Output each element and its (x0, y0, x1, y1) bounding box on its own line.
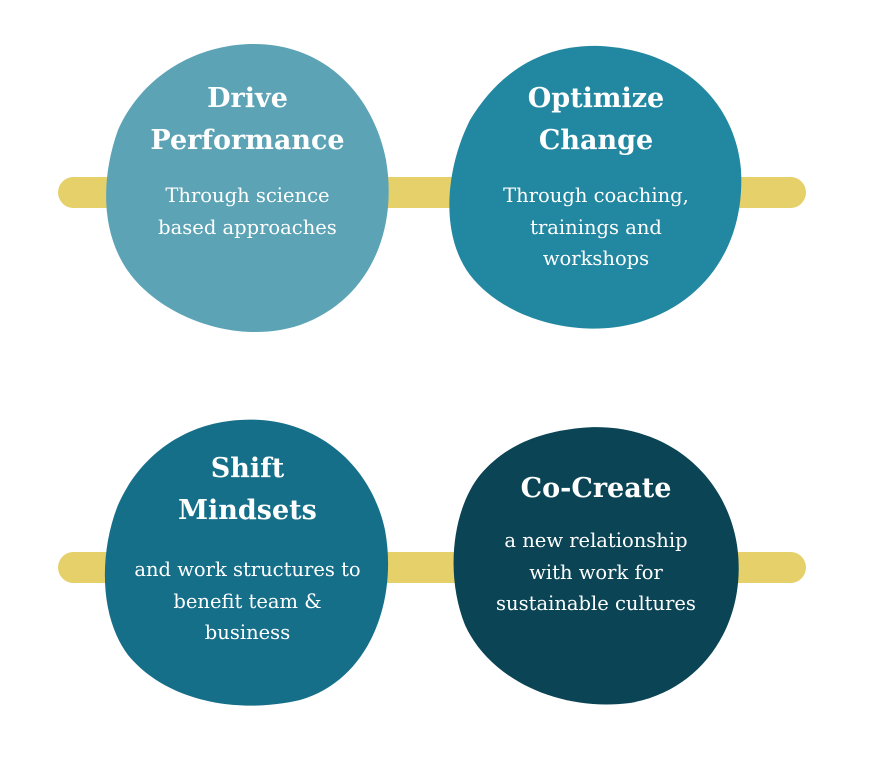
card-desc: and work structures to benefit team & bu… (134, 558, 361, 644)
card-desc: Through coaching, trainings and workshop… (503, 184, 689, 270)
card-drive-performance: Drive Performance Through science based … (120, 78, 375, 243)
card-desc: a new relationship with work for sustain… (496, 529, 696, 615)
card-desc: Through science based approaches (158, 184, 337, 239)
card-title: Shift Mindsets (178, 453, 317, 526)
blob-shift-mindsets (104, 419, 389, 706)
blob-co-create (453, 427, 739, 705)
card-shift-mindsets: Shift Mindsets and work structures to be… (120, 448, 375, 649)
card-title: Optimize Change (527, 83, 665, 156)
card-co-create: Co-Create a new relationship with work f… (485, 468, 707, 620)
blob-optimize-change (449, 45, 742, 329)
card-title: Drive Performance (150, 83, 345, 156)
blob-drive-performance (106, 43, 389, 333)
card-optimize-change: Optimize Change Through coaching, traini… (475, 78, 717, 275)
card-title: Co-Create (520, 473, 672, 504)
